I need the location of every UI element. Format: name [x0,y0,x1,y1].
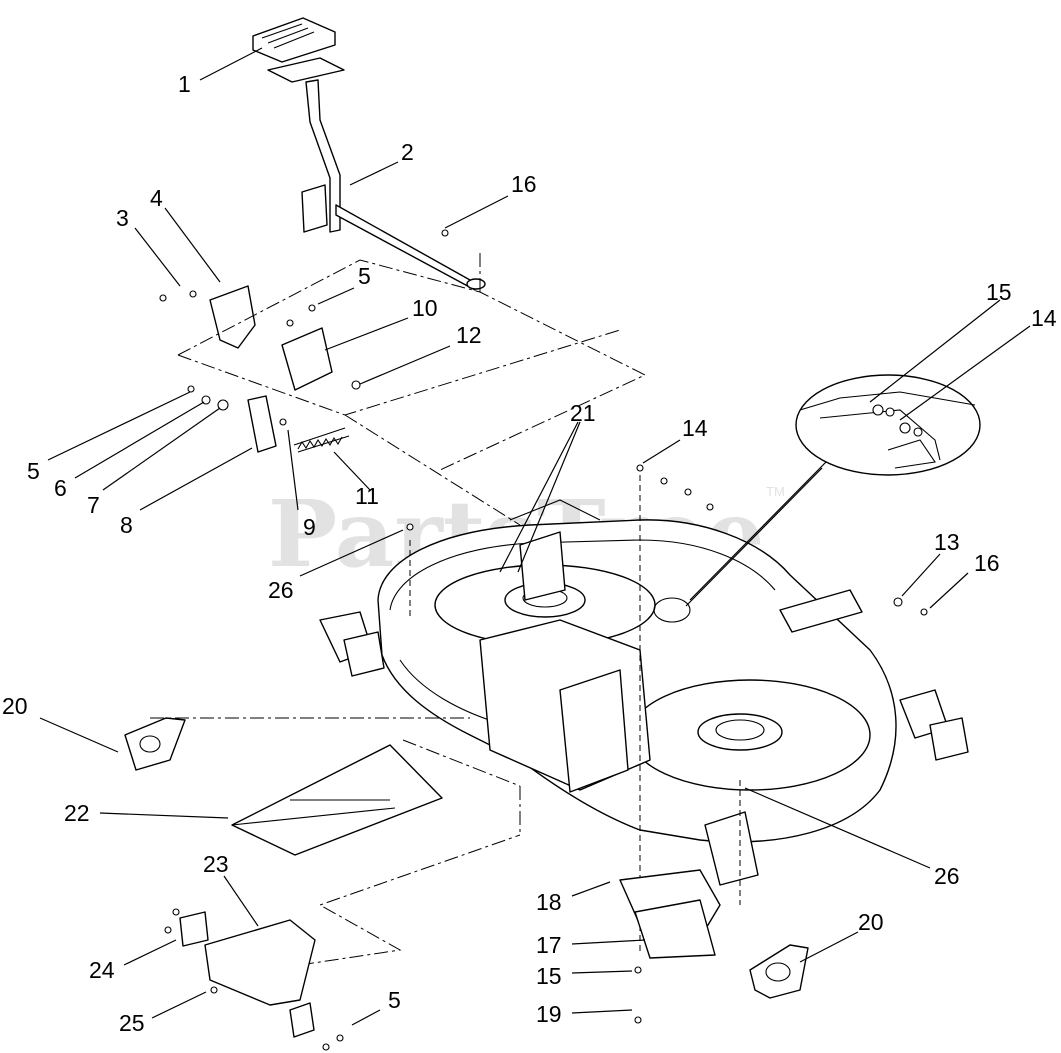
callout-16-right: 16 [974,550,1000,576]
callout-4: 4 [150,185,163,211]
callout-2: 2 [401,139,414,165]
hardware [159,229,928,1051]
callout-16-top: 16 [511,171,537,197]
callout-26-left: 26 [268,577,294,603]
callout-6: 6 [54,475,67,501]
callout-12: 12 [456,322,482,348]
callout-20-right: 20 [858,909,884,935]
linkage-brackets [209,285,350,453]
callout-labels: 1 2 3 4 5 10 12 16 15 14 5 6 7 8 9 11 21… [2,71,1057,1036]
callout-15-lower: 15 [536,963,562,989]
callout-17: 17 [536,932,562,958]
mower-deck [319,499,969,886]
callout-3: 3 [116,205,129,231]
callout-18: 18 [536,889,562,915]
callout-20-left: 20 [2,693,28,719]
callout-21: 21 [570,400,596,426]
callout-24: 24 [89,957,115,983]
callout-13: 13 [934,529,960,555]
brake-pedal-assembly [252,17,486,291]
callout-7: 7 [87,492,100,518]
lower-components [124,717,809,1038]
callout-14-mid: 14 [682,415,708,441]
callout-10: 10 [412,295,438,321]
callout-5-top: 5 [358,263,371,289]
callout-1: 1 [178,71,191,97]
leader-lines [39,47,1031,1026]
callout-9: 9 [303,514,316,540]
callout-14-detail: 14 [1031,305,1057,331]
callout-26-right: 26 [934,863,960,889]
detail-magnifier [653,374,981,623]
callout-11: 11 [355,483,379,509]
callout-8: 8 [120,512,133,538]
callout-23: 23 [203,851,229,877]
callout-19: 19 [536,1001,562,1027]
callout-5-left: 5 [27,458,40,484]
assembly-centerlines [150,250,741,966]
callout-25: 25 [119,1010,145,1036]
watermark-trademark: TM [766,484,785,499]
callout-5-lower: 5 [388,987,401,1013]
callout-22: 22 [64,800,90,826]
callout-15-detail: 15 [986,279,1012,305]
